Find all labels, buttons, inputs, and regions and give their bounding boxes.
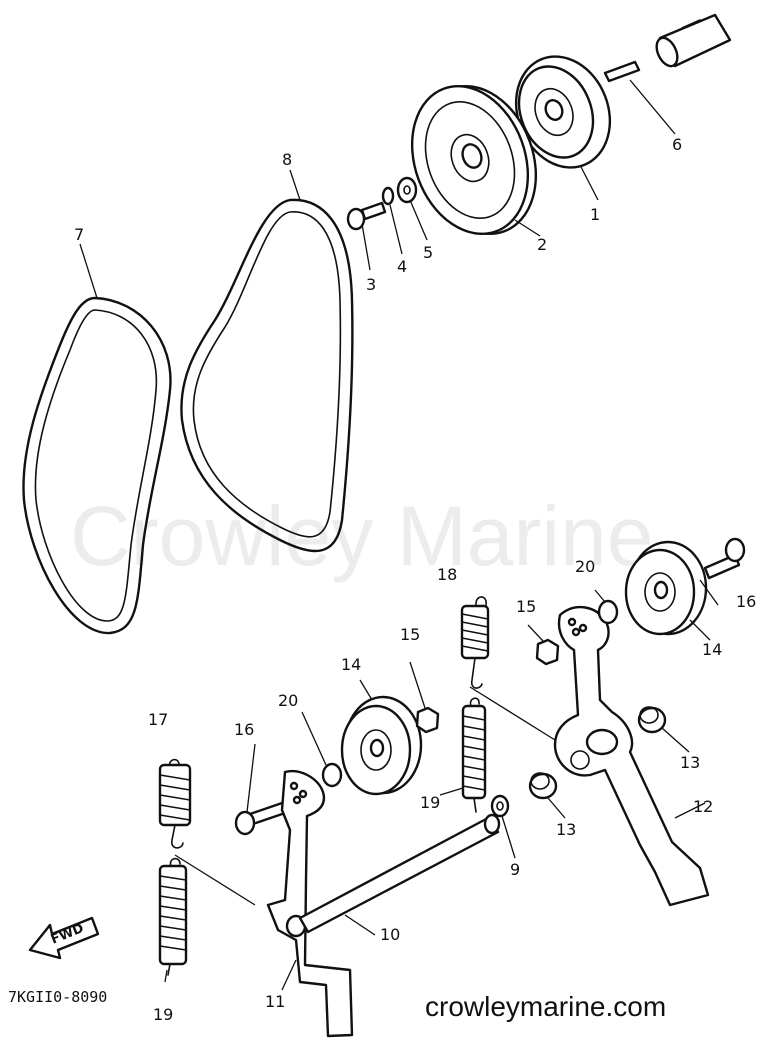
callout-9: 9 bbox=[510, 860, 520, 879]
callout-2: 2 bbox=[537, 235, 547, 254]
callout-18: 18 bbox=[437, 565, 457, 584]
spring-19-right bbox=[461, 697, 487, 813]
idler-pulley-14-right bbox=[624, 540, 708, 636]
spring-17 bbox=[158, 758, 192, 849]
callout-8: 8 bbox=[282, 150, 292, 169]
footer-site: crowleymarine.com bbox=[425, 991, 666, 1022]
callout-16-left: 16 bbox=[234, 720, 254, 739]
diagram-code: 7KGII0-8090 bbox=[8, 988, 107, 1006]
watermark: Crowley Marine bbox=[70, 489, 654, 583]
drive-shaft bbox=[655, 13, 732, 68]
washer-5 bbox=[396, 176, 418, 204]
callout-15-right: 15 bbox=[516, 597, 536, 616]
callout-10: 10 bbox=[380, 925, 400, 944]
pulley-2 bbox=[410, 84, 538, 236]
callout-14-right: 14 bbox=[702, 640, 722, 659]
fwd-arrow-icon: FWD bbox=[28, 916, 100, 960]
key-6 bbox=[603, 60, 641, 83]
spring-18 bbox=[460, 596, 490, 689]
bolt-16-left bbox=[234, 800, 290, 836]
bolt-3 bbox=[346, 201, 387, 231]
spacer-20-left bbox=[321, 762, 343, 788]
belt-8 bbox=[180, 198, 354, 553]
spacer-20-right bbox=[597, 599, 619, 625]
callout-16-right: 16 bbox=[736, 592, 756, 611]
bolt-16-right bbox=[703, 537, 746, 580]
callout-6: 6 bbox=[672, 135, 682, 154]
spring-19-left bbox=[158, 857, 188, 976]
callout-13-lower: 13 bbox=[556, 820, 576, 839]
belt-7 bbox=[22, 296, 172, 635]
callout-17: 17 bbox=[148, 710, 168, 729]
pulley-1 bbox=[514, 55, 612, 169]
callouts: 1 2 3 4 5 6 7 8 9 10 11 12 13 13 14 14 1… bbox=[74, 135, 756, 1024]
callout-19-left: 19 bbox=[153, 1005, 173, 1024]
callout-12: 12 bbox=[693, 797, 713, 816]
callout-3: 3 bbox=[366, 275, 376, 294]
callout-20-left: 20 bbox=[278, 691, 298, 710]
callout-20-right: 20 bbox=[575, 557, 595, 576]
callout-11: 11 bbox=[265, 992, 285, 1011]
lockwasher-4 bbox=[381, 186, 395, 206]
shaft-10 bbox=[298, 813, 501, 934]
callout-14-left: 14 bbox=[341, 655, 361, 674]
idler-pulley-14-left bbox=[340, 695, 423, 796]
leader-lines bbox=[79, 79, 719, 991]
washer-9 bbox=[490, 794, 510, 818]
callout-5: 5 bbox=[423, 243, 433, 262]
callout-15-left: 15 bbox=[400, 625, 420, 644]
callout-1: 1 bbox=[590, 205, 600, 224]
callout-4: 4 bbox=[397, 257, 407, 276]
bushing-13-upper bbox=[637, 706, 667, 734]
nut-15-left bbox=[415, 706, 440, 734]
callout-13-upper: 13 bbox=[680, 753, 700, 772]
bushing-13-lower bbox=[528, 772, 558, 800]
callout-19-right: 19 bbox=[420, 793, 440, 812]
callout-7: 7 bbox=[74, 225, 84, 244]
nut-15-right bbox=[535, 638, 560, 666]
